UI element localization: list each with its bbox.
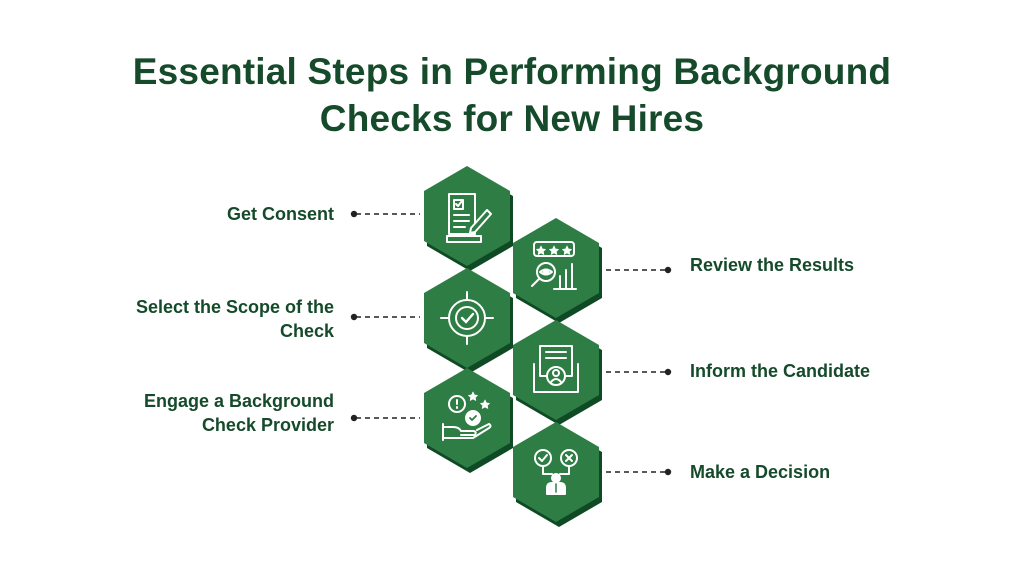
- title-line-2: Checks for New Hires: [319, 98, 705, 139]
- connector-get-consent: [350, 210, 420, 218]
- step-label-get-consent: Get Consent: [226, 204, 334, 224]
- step-label-review-results: Review the Results: [690, 255, 855, 275]
- hexagon-make-decision: [513, 422, 602, 527]
- step-label-engage-provider: Engage a Background Check Provider: [143, 391, 334, 435]
- magnifier-rating-chart-icon: [531, 241, 577, 290]
- title-line-1: Essential Steps in Performing Background: [132, 51, 892, 92]
- connector-select-scope: [350, 313, 420, 321]
- connector-make-decision: [606, 468, 672, 476]
- step-label-inform-candidate: Inform the Candidate: [690, 361, 871, 381]
- connector-review-results: [606, 266, 672, 274]
- step-label-select-scope: Select the Scope of the Check: [135, 297, 334, 341]
- decision-check-cross-icon: [534, 449, 578, 495]
- connector-inform-candidate: [606, 368, 672, 376]
- hand-badge-stars-icon: [442, 391, 492, 441]
- hexagon-inform-candidate: [513, 320, 602, 425]
- hexagon-engage-provider: [424, 368, 513, 473]
- page-title: Essential Steps in Performing Background…: [0, 48, 1024, 142]
- step-label-make-decision: Make a Decision: [690, 462, 831, 482]
- hexagon-get-consent: [424, 166, 513, 271]
- hexagon-review-results: [513, 218, 602, 323]
- document-person-icon: [533, 345, 579, 393]
- connector-engage-provider: [350, 414, 420, 422]
- clipboard-pen-icon: [446, 193, 492, 243]
- target-check-icon: [440, 291, 494, 345]
- hexagon-select-scope: [424, 268, 513, 373]
